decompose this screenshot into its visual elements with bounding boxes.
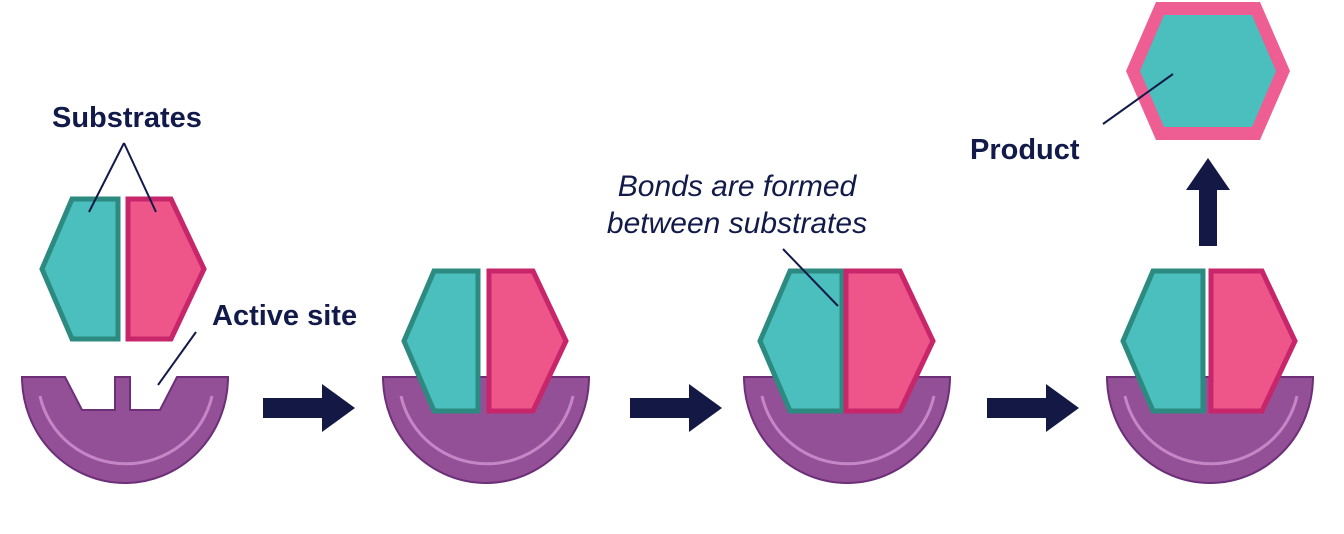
substrate-pink xyxy=(1208,268,1298,414)
substrate-pink xyxy=(486,268,569,414)
arrow-right-icon xyxy=(263,384,355,432)
enzyme-rim-highlight xyxy=(1123,395,1299,466)
product-pointer xyxy=(1102,73,1174,125)
substrates-pointer-teal xyxy=(88,142,125,213)
arrow-right-icon xyxy=(630,384,722,432)
substrates-label: Substrates xyxy=(52,102,202,134)
enzyme-stage-2 xyxy=(381,268,591,484)
product-hexagon-inner xyxy=(1140,15,1276,127)
substrate-teal xyxy=(39,196,121,342)
bonds-pointer xyxy=(782,248,839,307)
substrate-pink xyxy=(843,268,936,414)
substrate-pair-separate xyxy=(39,196,207,342)
enzyme-rim-highlight xyxy=(399,395,575,466)
arrow-up-icon xyxy=(1186,158,1230,246)
enzyme-rim-highlight xyxy=(760,395,936,466)
product-label: Product xyxy=(970,134,1080,166)
bonds-label-line2: between substrates xyxy=(607,207,867,240)
enzyme-body xyxy=(20,376,230,484)
substrate-teal xyxy=(757,268,845,414)
active-site-label: Active site xyxy=(212,300,357,332)
substrate-pink xyxy=(125,196,207,342)
arrow-right-icon xyxy=(987,384,1079,432)
enzyme-rim-highlight xyxy=(38,395,214,466)
enzyme-stage-3 xyxy=(742,268,952,484)
bonds-label-line1: Bonds are formed xyxy=(618,170,858,203)
substrates-pointer-pink xyxy=(123,142,157,213)
substrate-teal xyxy=(1120,268,1206,414)
substrate-teal xyxy=(401,268,481,414)
enzyme-stage-4 xyxy=(1105,268,1315,484)
enzyme-stage-1 xyxy=(20,376,230,484)
active-site-pointer xyxy=(157,331,197,386)
